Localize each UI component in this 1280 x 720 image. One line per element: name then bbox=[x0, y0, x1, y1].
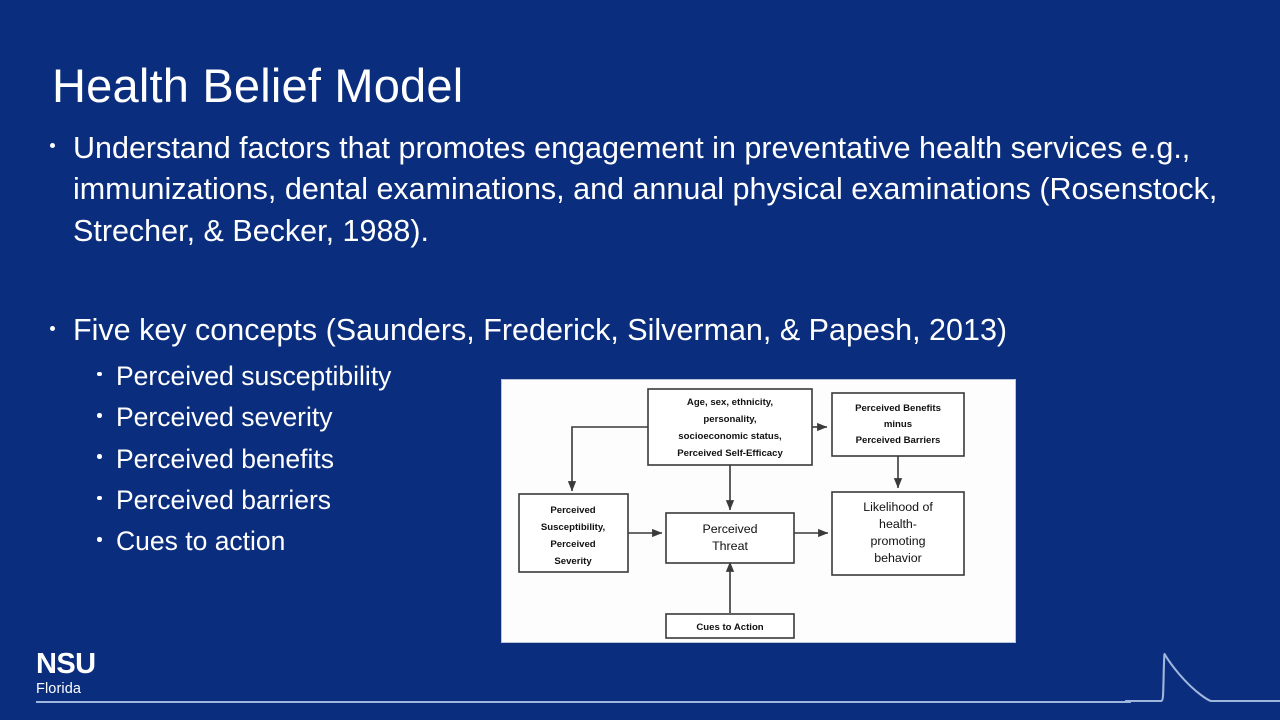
slide-body: Understand factors that promotes engagem… bbox=[46, 128, 1236, 563]
health-belief-model-diagram: Age, sex, ethnicity, personality, socioe… bbox=[502, 380, 1015, 642]
nsu-logo: NSU Florida bbox=[36, 648, 96, 697]
sub-bullet-text: Perceived severity bbox=[116, 402, 333, 433]
bullet-item-1: Understand factors that promotes engagem… bbox=[46, 128, 1236, 252]
sub-bullet-perceived-barriers: Perceived barriers bbox=[94, 480, 1236, 521]
nsu-logo-subtitle: Florida bbox=[36, 681, 82, 697]
sub-bullet-perceived-benefits: Perceived benefits bbox=[94, 439, 1236, 480]
diagram-box-benefits-line-1: Perceived Benefits bbox=[855, 403, 941, 414]
diagram-box-benefits-minus-barriers bbox=[831, 392, 965, 457]
bullet-text: Five key concepts (Saunders, Frederick, … bbox=[73, 313, 1008, 348]
diagram-box-susceptibility-line-2: Susceptibility, bbox=[541, 522, 606, 533]
diagram-box-likelihood-line-3: promoting bbox=[870, 534, 925, 548]
diagram-box-likelihood-line-1: Likelihood of bbox=[863, 500, 933, 514]
diagram-box-susceptibility-line-3: Perceived bbox=[550, 539, 595, 550]
diagram-box-benefits-line-3: Perceived Barriers bbox=[856, 435, 941, 446]
shark-fin-icon bbox=[1125, 638, 1280, 708]
sub-bullet-list: Perceived susceptibility Perceived sever… bbox=[46, 356, 1236, 563]
bullet-dot-icon bbox=[50, 143, 55, 149]
sub-bullet-text: Perceived susceptibility bbox=[116, 360, 392, 391]
diagram-box-threat-line-2: Threat bbox=[712, 539, 748, 553]
bullet-dot-icon bbox=[97, 371, 102, 377]
footer-divider bbox=[36, 701, 1131, 703]
diagram-box-demographics bbox=[647, 388, 813, 466]
bullet-dot-icon bbox=[97, 495, 102, 501]
diagram-box-demographics-line-4: Perceived Self-Efficacy bbox=[677, 448, 783, 459]
sub-bullet-cues-to-action: Cues to action bbox=[94, 521, 1236, 562]
diagram-box-demographics-line-1: Age, sex, ethnicity, bbox=[687, 397, 774, 408]
sub-bullet-perceived-severity: Perceived severity bbox=[94, 397, 1236, 438]
diagram-box-likelihood bbox=[831, 491, 965, 576]
diagram-box-susceptibility-severity bbox=[518, 493, 629, 573]
sub-bullet-text: Perceived barriers bbox=[116, 484, 332, 515]
sub-bullet-perceived-susceptibility: Perceived susceptibility bbox=[94, 356, 1236, 397]
bullet-dot-icon bbox=[97, 454, 102, 459]
edge-demographics-to-susceptibility bbox=[567, 426, 648, 492]
nsu-logo-mark: NSU bbox=[36, 648, 96, 680]
bullet-spacer bbox=[46, 252, 1236, 310]
diagram-box-demographics-line-2: personality, bbox=[703, 414, 756, 425]
diagram-box-threat-line-1: Perceived bbox=[702, 522, 757, 536]
bullet-text: Understand factors that promotes engagem… bbox=[73, 131, 1218, 248]
bullet-item-2: Five key concepts (Saunders, Frederick, … bbox=[46, 310, 1236, 351]
bullet-dot-icon bbox=[97, 537, 102, 542]
diagram-box-perceived-threat bbox=[665, 512, 795, 564]
diagram-box-demographics-line-3: socioeconomic status, bbox=[678, 431, 782, 442]
bullet-dot-icon bbox=[97, 413, 102, 418]
diagram-box-susceptibility-line-4: Severity bbox=[554, 556, 592, 567]
diagram-box-cues-line-1: Cues to Action bbox=[696, 622, 763, 633]
diagram-box-likelihood-line-4: behavior bbox=[874, 551, 922, 565]
diagram-box-benefits-line-2: minus bbox=[884, 419, 912, 430]
page-title: Health Belief Model bbox=[52, 59, 464, 113]
bullet-dot-icon bbox=[50, 325, 55, 331]
sub-bullet-text: Cues to action bbox=[116, 526, 286, 557]
diagram-box-likelihood-line-2: health- bbox=[879, 517, 917, 531]
diagram-box-cues-to-action bbox=[665, 613, 795, 639]
sub-bullet-text: Perceived benefits bbox=[116, 443, 335, 474]
diagram-box-susceptibility-line-1: Perceived bbox=[550, 505, 595, 516]
